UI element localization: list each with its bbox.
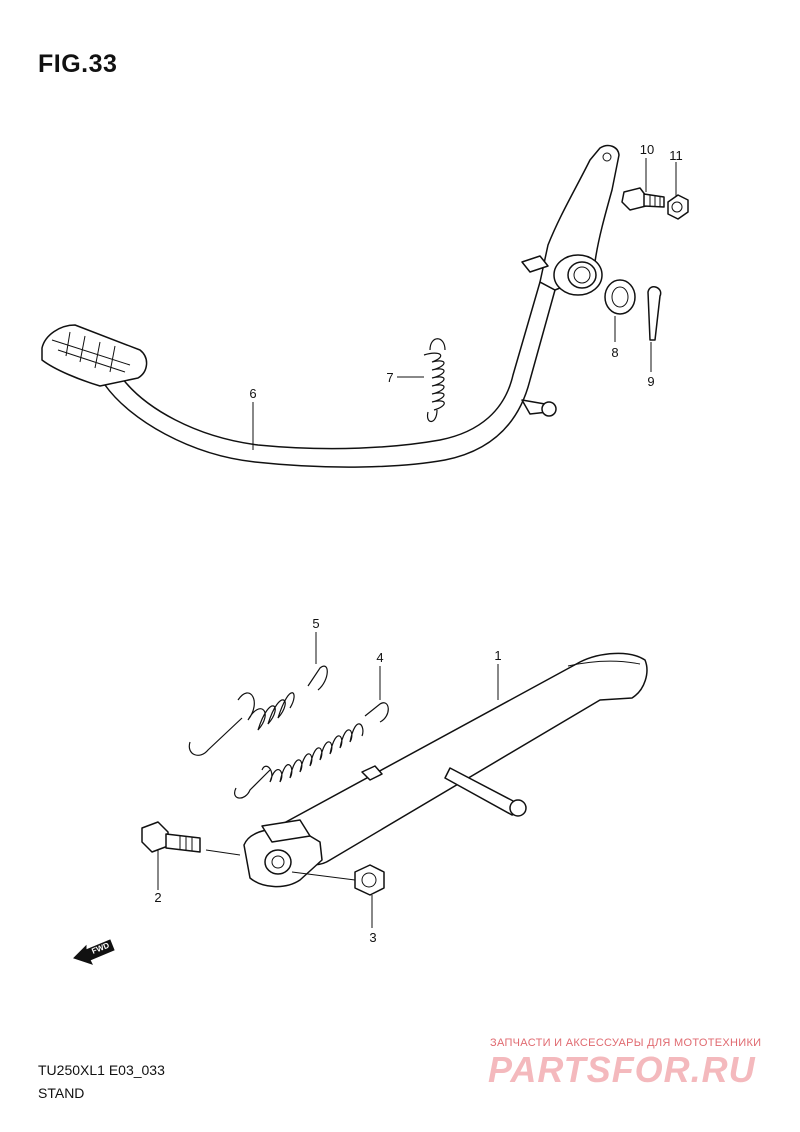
callout-numbers: 1 2 3 4 5 6 7 8 9 10 11 — [154, 142, 682, 945]
callout-1: 1 — [494, 648, 501, 663]
callout-6: 6 — [249, 386, 256, 401]
watermark-tagline: ЗАПЧАСТИ И АКСЕССУАРЫ ДЛЯ МОТОТЕХНИКИ — [490, 1037, 762, 1049]
nut-part-11[interactable] — [667, 194, 689, 220]
callout-3: 3 — [369, 930, 376, 945]
fwd-arrow-icon: FWD — [73, 939, 115, 965]
spring-part-5[interactable] — [188, 665, 328, 756]
bolt-part-10[interactable] — [621, 187, 665, 211]
washer-part-8[interactable] — [604, 279, 636, 315]
center-stand-part-6[interactable] — [41, 144, 620, 468]
callout-11: 11 — [669, 148, 683, 163]
callout-4: 4 — [376, 650, 383, 665]
nut-part-3[interactable] — [354, 864, 385, 896]
leader-lines — [157, 158, 677, 928]
side-stand-part-1[interactable] — [243, 652, 648, 888]
callout-8: 8 — [611, 345, 618, 360]
callout-9: 9 — [647, 374, 654, 389]
cotter-pin-part-9[interactable] — [647, 286, 662, 341]
footer-model-code: TU250XL1 E03_033 — [38, 1062, 165, 1078]
callout-7: 7 — [386, 370, 393, 385]
figure-title: FIG.33 — [38, 50, 118, 78]
spring-part-4[interactable] — [234, 702, 389, 799]
spring-part-7[interactable] — [423, 338, 446, 423]
bolt-part-2[interactable] — [141, 821, 201, 853]
callout-10: 10 — [640, 142, 654, 157]
callout-5: 5 — [312, 616, 319, 631]
callout-2: 2 — [154, 890, 161, 905]
watermark-brand: PARTSFOR.RU — [488, 1049, 756, 1090]
footer-section-name: STAND — [38, 1085, 85, 1101]
